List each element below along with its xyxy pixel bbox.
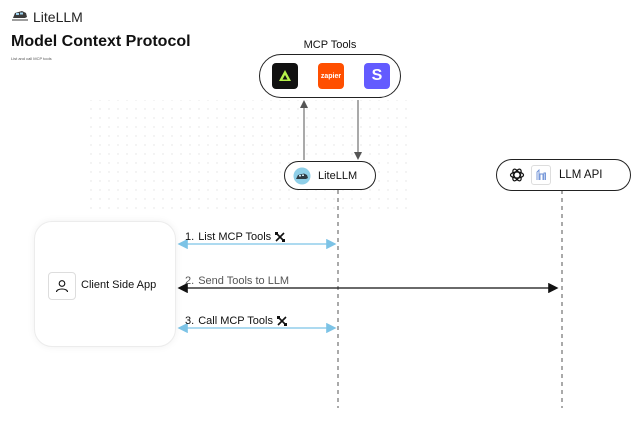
mcp-tools-group: zapier S xyxy=(259,54,401,98)
zapier-logo-icon: zapier xyxy=(318,63,344,89)
message-1-step: 1. xyxy=(185,231,195,243)
llama-logo-icon xyxy=(531,165,551,185)
stripe-logo-text: S xyxy=(371,67,383,84)
brand-logo: LiteLLM xyxy=(12,8,83,26)
message-1-text: List MCP Tools xyxy=(198,231,272,243)
client-side-app-node: Client Side App xyxy=(34,221,176,347)
client-side-app-label: Client Side App xyxy=(81,279,157,291)
litellm-node: LiteLLM xyxy=(284,161,376,190)
tools-icon xyxy=(275,232,286,242)
litellm-logo-icon xyxy=(293,167,311,185)
openai-logo-icon xyxy=(509,167,525,183)
llm-api-node: LLM API xyxy=(496,159,631,191)
arcade-logo-icon xyxy=(272,63,298,89)
zapier-logo-text: zapier xyxy=(320,72,342,80)
message-1-label: 1. List MCP Tools xyxy=(185,231,286,243)
tools-icon xyxy=(276,316,287,326)
llm-api-label: LLM API xyxy=(559,169,603,181)
stripe-logo-icon: S xyxy=(364,63,390,89)
brand-name: LiteLLM xyxy=(33,9,83,25)
message-2-text: Send Tools to LLM xyxy=(198,275,290,287)
user-icon xyxy=(48,272,76,300)
litellm-label: LiteLLM xyxy=(318,169,358,182)
page-subtitle: List and call MCP tools xyxy=(11,56,52,61)
message-2-step: 2. xyxy=(185,275,195,287)
message-3-label: 3. Call MCP Tools xyxy=(185,315,287,327)
page-title: Model Context Protocol xyxy=(11,33,191,50)
dot-grid-background xyxy=(90,100,410,210)
message-2-label: 2. Send Tools to LLM xyxy=(185,275,289,287)
train-icon xyxy=(12,8,28,26)
message-3-step: 3. xyxy=(185,315,195,327)
message-3-text: Call MCP Tools xyxy=(198,315,273,327)
mcp-tools-label: MCP Tools xyxy=(303,39,357,51)
